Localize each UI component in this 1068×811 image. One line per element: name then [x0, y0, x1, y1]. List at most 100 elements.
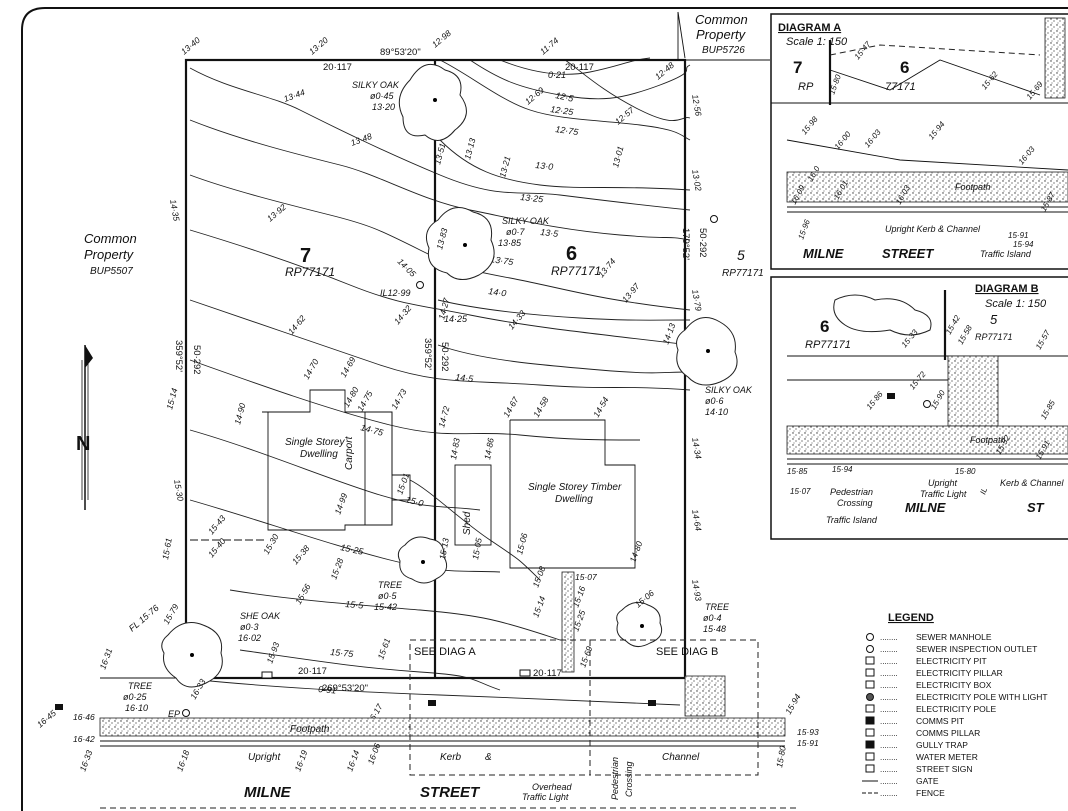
svg-text:15·28: 15·28: [328, 557, 345, 581]
svg-text:15·40: 15·40: [206, 536, 228, 559]
svg-text:........: ........: [880, 669, 898, 678]
svg-text:Upright Kerb & Channel: Upright Kerb & Channel: [885, 224, 981, 234]
electricity-pit-icon: [519, 669, 531, 677]
svg-text:14·32: 14·32: [392, 303, 414, 326]
svg-text:5: 5: [737, 247, 745, 263]
svg-text:11·74: 11·74: [538, 35, 561, 56]
legend-label: ELECTRICITY POLE WITH LIGHT: [916, 692, 1048, 702]
svg-text:Property: Property: [84, 247, 135, 262]
svg-text:ø0·5: ø0·5: [378, 591, 398, 601]
svg-text:Footpath: Footpath: [955, 182, 991, 192]
svg-text:&: &: [485, 752, 492, 763]
svg-text:RP77171: RP77171: [805, 339, 851, 351]
svg-text:12·98: 12·98: [430, 28, 453, 50]
svg-text:16·19: 16·19: [292, 749, 309, 773]
legend-label: ELECTRICITY BOX: [916, 680, 992, 690]
svg-text:........: ........: [880, 633, 898, 642]
svg-text:16·33: 16·33: [77, 749, 94, 773]
comms-pit-icon: [55, 704, 63, 710]
svg-text:16·45: 16·45: [35, 708, 58, 730]
common-property-left: Common Property BUP5507: [84, 231, 137, 277]
svg-text:77171: 77171: [885, 81, 916, 93]
legend: LEGEND ........SEWER MANHOLE........SEWE…: [862, 612, 1048, 798]
tree-labels: SILKY OAK ø0·45 13·20 SILKY OAK ø0·7 13·…: [123, 80, 753, 713]
legend-item: ........GULLY TRAP: [865, 740, 968, 750]
comms-pit-icon: [887, 393, 895, 399]
svg-text:IL12·99: IL12·99: [380, 288, 411, 298]
electricity-pole-icon: [182, 709, 190, 717]
svg-text:15·30: 15·30: [172, 479, 186, 502]
svg-text:15·85: 15·85: [787, 467, 808, 476]
svg-text:14·72: 14·72: [436, 405, 451, 429]
svg-text:13·01: 13·01: [610, 145, 625, 169]
svg-text:........: ........: [880, 741, 898, 750]
svg-text:15·80: 15·80: [955, 467, 976, 476]
lot-6-label: 6 RP77171: [551, 243, 601, 278]
silky-oak-tree-icon: [426, 207, 495, 280]
svg-text:15·42: 15·42: [374, 602, 397, 612]
electricity-box-icon: [865, 680, 875, 689]
svg-text:........: ........: [880, 657, 898, 666]
svg-text:SILKY OAK: SILKY OAK: [502, 216, 550, 226]
svg-text:Footpath: Footpath: [290, 724, 330, 735]
svg-text:Kerb & Channel: Kerb & Channel: [1000, 478, 1065, 488]
svg-text:14·99: 14·99: [332, 492, 349, 516]
svg-text:........: ........: [880, 729, 898, 738]
svg-text:TREE: TREE: [378, 580, 403, 590]
lot-5-label: 5 RP77171: [722, 247, 764, 279]
svg-text:12·48: 12·48: [653, 60, 676, 82]
svg-text:14·10: 14·10: [705, 407, 728, 417]
svg-text:6: 6: [900, 58, 909, 77]
sewer-inspection-icon: [866, 645, 874, 653]
svg-text:13·20: 13·20: [307, 35, 330, 57]
svg-text:13·02: 13·02: [690, 169, 704, 192]
legend-label: GATE: [916, 776, 939, 786]
svg-text:MILNE: MILNE: [905, 500, 946, 515]
svg-text:50·292: 50·292: [439, 342, 450, 372]
svg-text:14·86: 14·86: [482, 437, 496, 460]
legend-item: ........ELECTRICITY POLE WITH LIGHT: [866, 692, 1048, 702]
svg-text:Scale 1: 150: Scale 1: 150: [985, 298, 1047, 310]
contour-lines: [189, 57, 691, 706]
svg-text:BUP5726: BUP5726: [702, 45, 745, 56]
svg-text:20·117: 20·117: [565, 62, 594, 73]
svg-text:13·74: 13·74: [596, 256, 618, 279]
svg-text:16·06: 16·06: [365, 742, 382, 766]
sewer-manhole-icon: [866, 633, 874, 641]
svg-text:BUP5507: BUP5507: [90, 266, 133, 277]
svg-text:15·38: 15·38: [290, 543, 312, 566]
legend-item: ........ELECTRICITY PIT: [865, 656, 987, 666]
svg-text:359°52': 359°52': [173, 340, 184, 372]
legend-item: ........ELECTRICITY BOX: [865, 680, 992, 690]
svg-text:ø0·3: ø0·3: [240, 622, 259, 632]
svg-text:12·69: 12·69: [523, 85, 546, 107]
svg-text:MILNE: MILNE: [244, 784, 292, 801]
dwelling-lot-6: Shed Single Storey Timber Dwelling: [454, 419, 636, 569]
trees: [161, 63, 738, 688]
svg-text:15·25: 15·25: [340, 542, 366, 557]
legend-label: WATER METER: [916, 752, 978, 762]
svg-text:0·21: 0·21: [548, 70, 566, 80]
svg-text:13·97: 13·97: [620, 281, 642, 304]
svg-text:13·75: 13·75: [490, 254, 515, 267]
svg-text:15·94: 15·94: [1013, 240, 1034, 249]
svg-text:Overhead: Overhead: [532, 782, 573, 792]
svg-text:7: 7: [793, 58, 802, 77]
svg-text:15·14: 15·14: [530, 595, 547, 619]
svg-text:12·56: 12·56: [690, 94, 704, 117]
svg-text:........: ........: [880, 753, 898, 762]
svg-text:0·91: 0·91: [318, 684, 337, 696]
svg-text:ST: ST: [1027, 500, 1045, 515]
svg-text:14·0: 14·0: [488, 286, 507, 298]
svg-text:14·34: 14·34: [690, 437, 704, 460]
svg-text:Channel: Channel: [662, 752, 700, 763]
svg-text:RP77171: RP77171: [551, 264, 601, 278]
svg-text:14·5: 14·5: [455, 372, 475, 384]
svg-text:13·85: 13·85: [498, 238, 522, 248]
svg-text:Scale 1: 150: Scale 1: 150: [786, 36, 848, 48]
spot-levels: 13·40 13·20 12·98 11·74 12·48 13·44 13·4…: [35, 28, 819, 773]
svg-text:15·94: 15·94: [783, 692, 803, 716]
dwelling-lot-7: Single Storey Dwelling Carport: [262, 389, 411, 531]
svg-text:13·40: 13·40: [179, 35, 202, 57]
svg-text:........: ........: [880, 705, 898, 714]
